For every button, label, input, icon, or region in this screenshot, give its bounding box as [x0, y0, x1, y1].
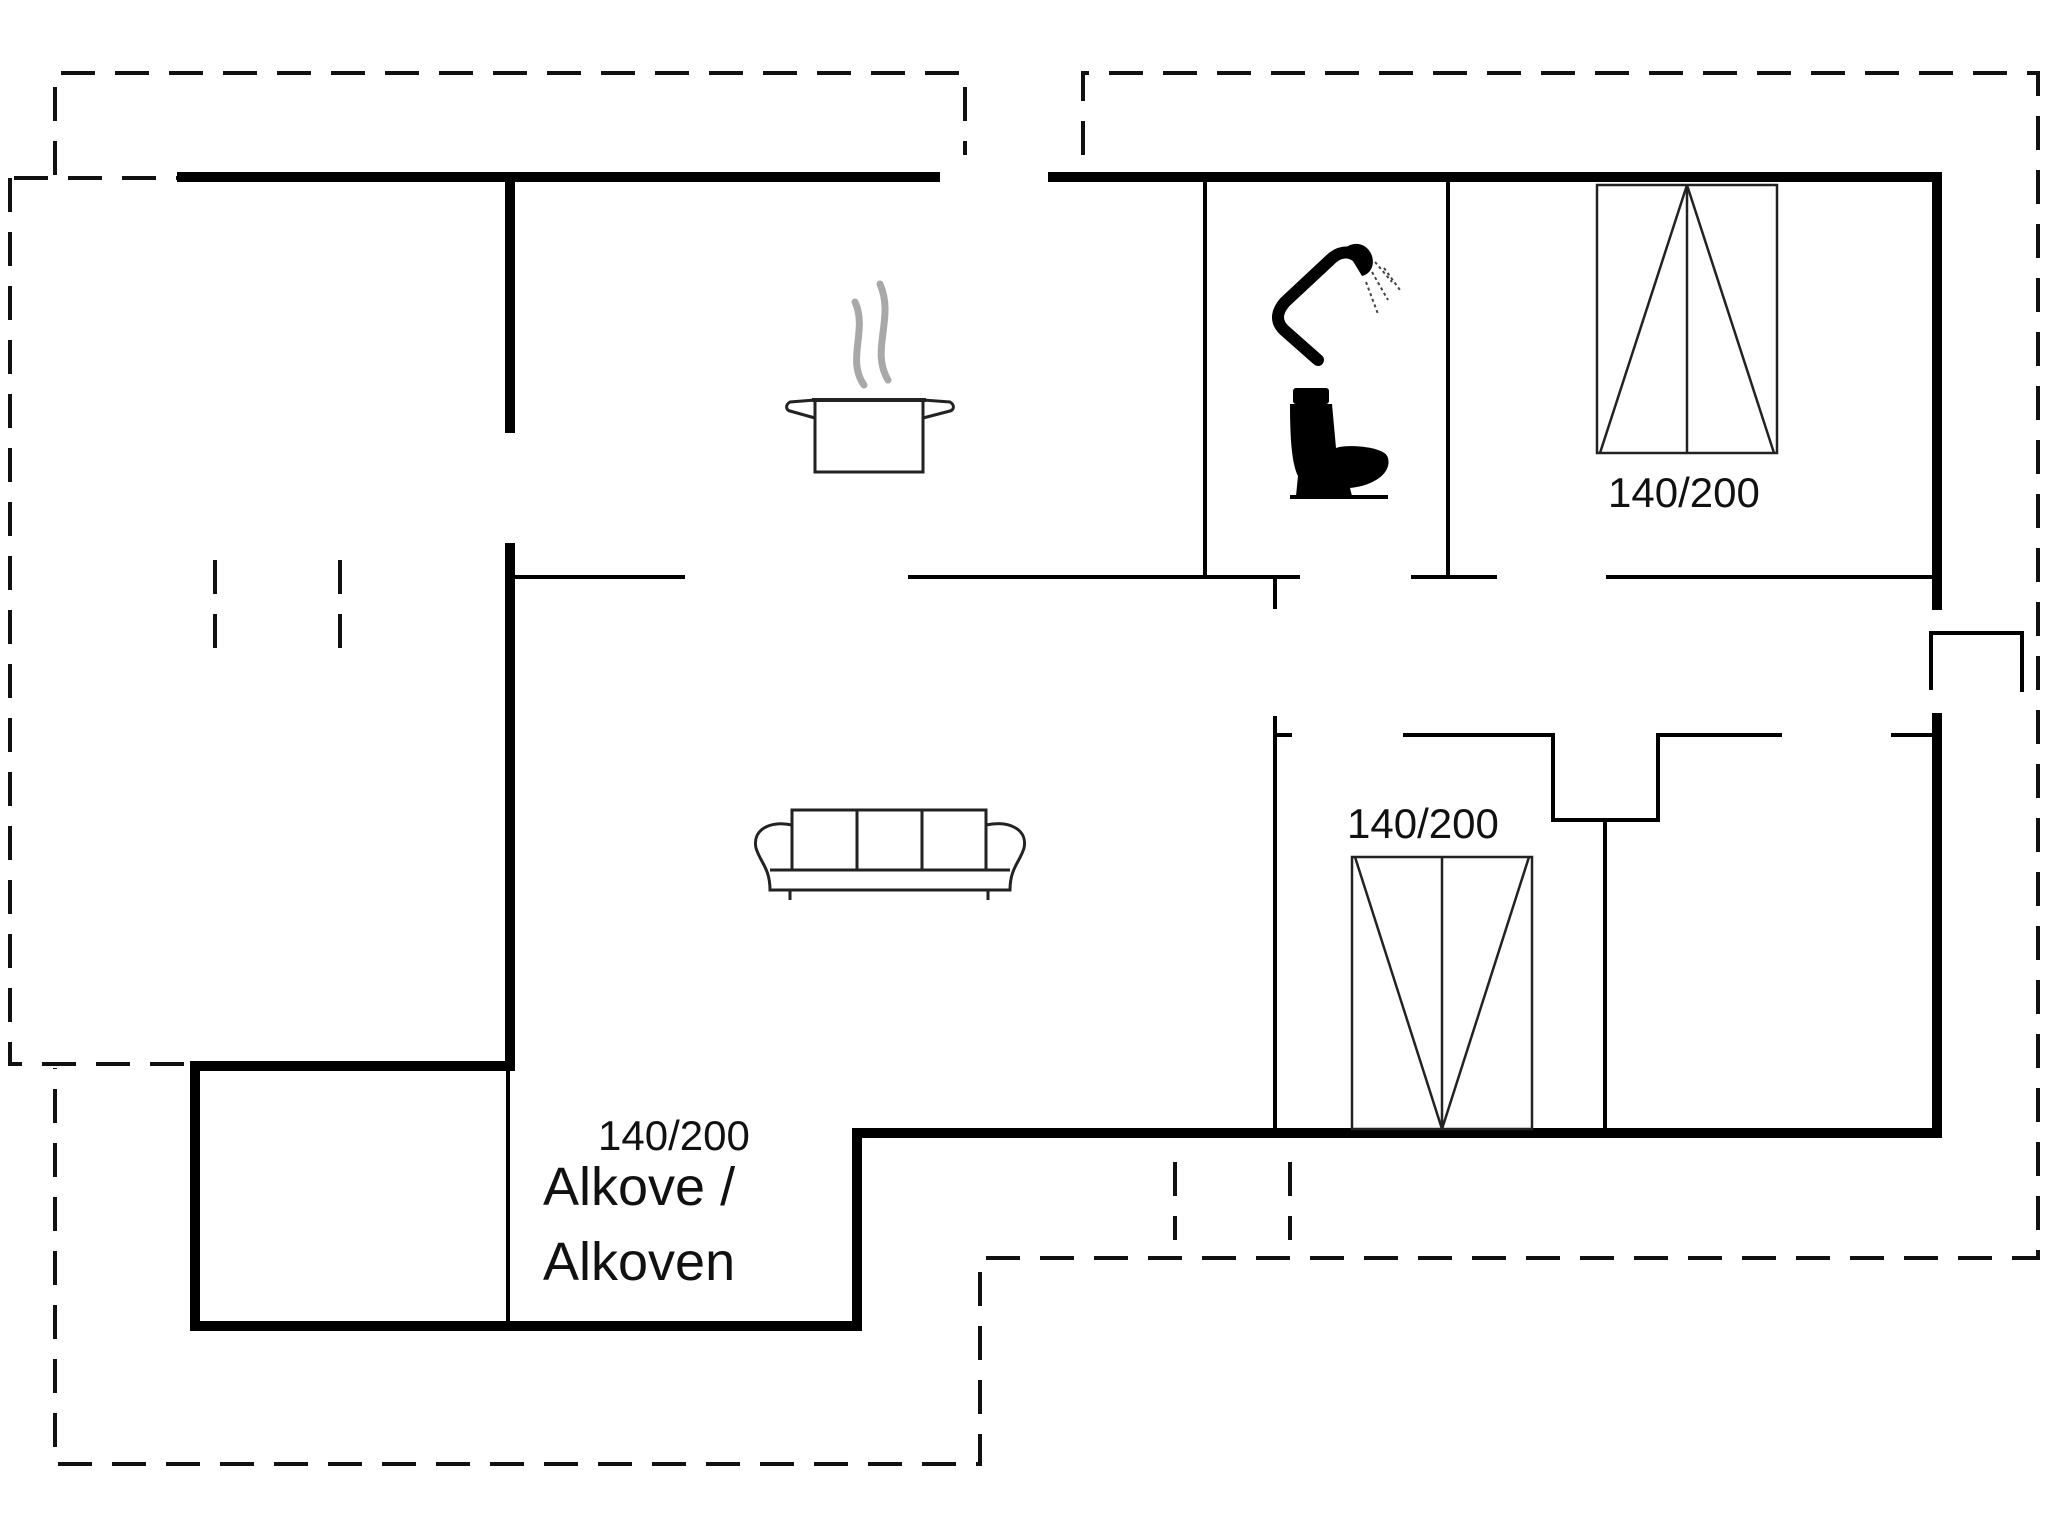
exterior-dashed-outline	[8, 71, 2040, 1466]
shower-head-icon	[1272, 243, 1401, 366]
alcove-label-line1: Alkove /	[543, 1157, 735, 1217]
bed-size-label-alcove: 140/200	[598, 1112, 750, 1159]
alcove-label-line2: Alkoven	[543, 1232, 735, 1292]
wall-top-right	[1048, 172, 1942, 610]
dashed-outline-bottom-porch	[1173, 1162, 1292, 1240]
bed-size-label-top-right: 140/200	[1608, 469, 1760, 516]
dashed-outline-top	[53, 71, 967, 175]
bed-bottom-right	[1350, 855, 1534, 1131]
wall-right-lower	[190, 543, 1942, 1331]
door-entry	[1929, 631, 2024, 692]
dashed-outline-top-right	[53, 71, 2040, 1466]
toilet-icon	[1290, 388, 1389, 499]
sofa-icon	[754, 808, 1026, 900]
dashed-outline-left	[8, 176, 190, 1066]
interior-walls	[506, 178, 2024, 1324]
dashed-outline-left-posts	[213, 560, 342, 655]
walls	[177, 172, 1942, 1331]
bed-top-right	[1595, 183, 1779, 455]
cooking-pot-icon	[785, 280, 955, 474]
bed-size-label-bottom-right: 140/200	[1347, 800, 1499, 847]
